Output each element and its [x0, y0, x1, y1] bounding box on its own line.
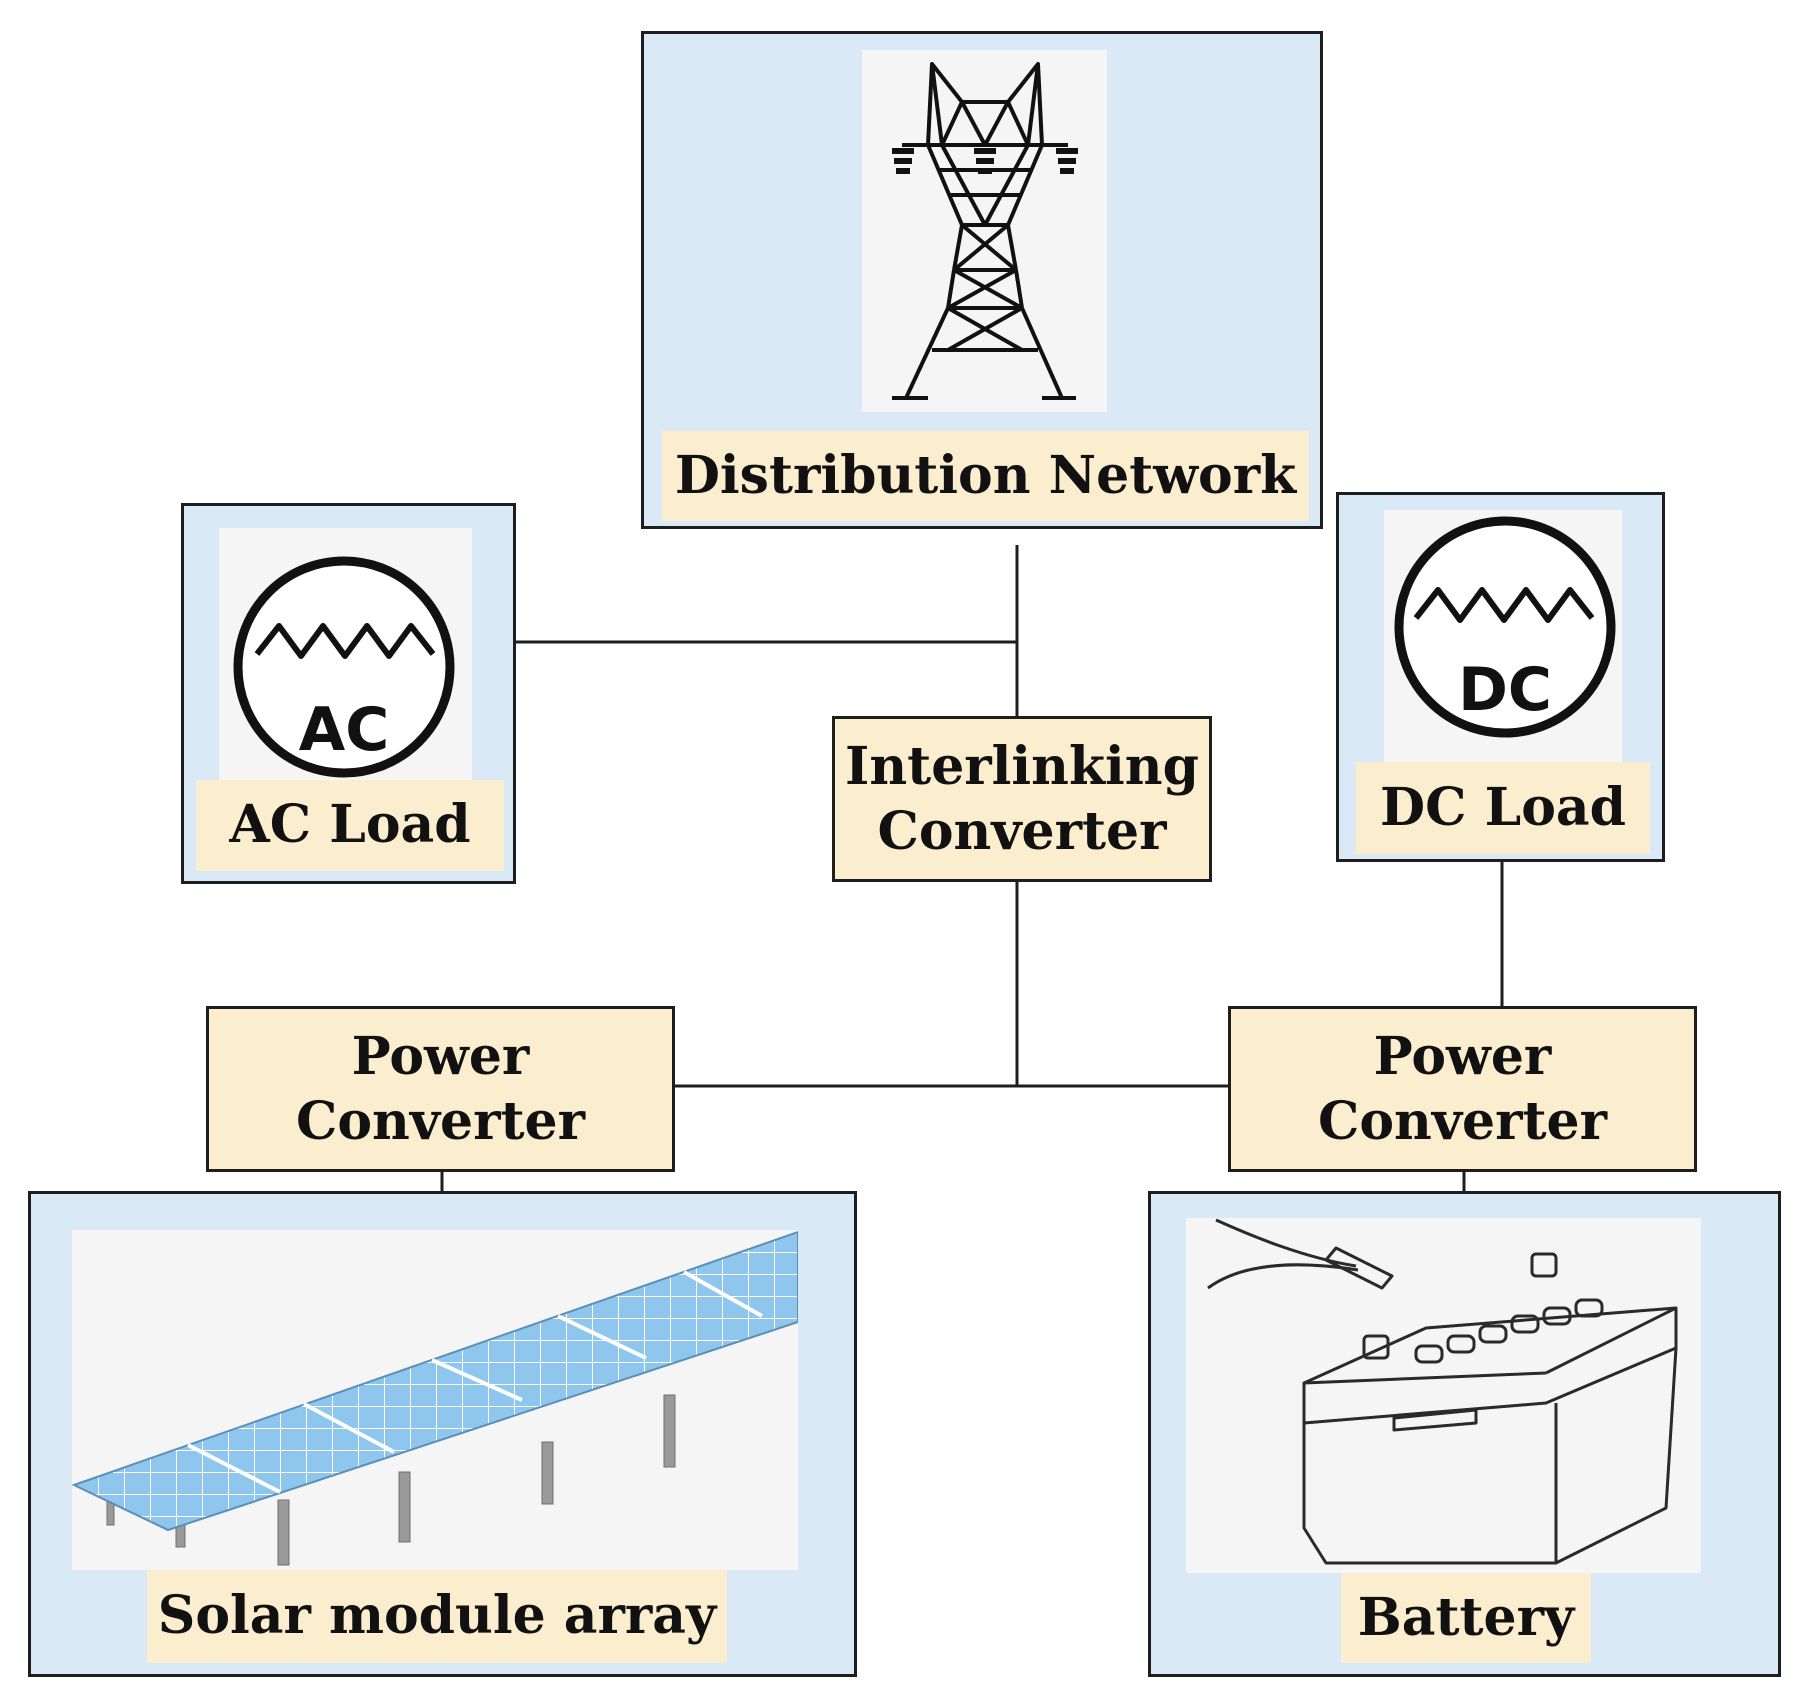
- battery-label: Battery: [1341, 1573, 1591, 1663]
- power-converter-right-line2: Converter: [1317, 1091, 1608, 1152]
- power-converter-left-node: Power Converter: [206, 1006, 675, 1172]
- ac-load-symbol-icon: AC: [219, 528, 472, 780]
- battery-node: Battery: [1148, 1191, 1781, 1677]
- dc-load-label: DC Load: [1356, 762, 1650, 854]
- interlinking-converter-line1: Interlinking: [845, 736, 1199, 797]
- distribution-network-node: Distribution Network: [641, 31, 1323, 529]
- ac-load-node: AC AC Load: [181, 503, 516, 884]
- distribution-network-label: Distribution Network: [662, 431, 1309, 521]
- power-converter-right-node: Power Converter: [1228, 1006, 1697, 1172]
- dc-load-node: DC DC Load: [1336, 492, 1665, 862]
- interlinking-converter-node: Interlinking Converter: [832, 716, 1212, 882]
- interlinking-converter-line2: Converter: [877, 801, 1167, 862]
- dc-load-symbol-icon: DC: [1384, 510, 1622, 762]
- battery-icon: [1186, 1218, 1701, 1573]
- power-converter-left-line2: Converter: [295, 1091, 586, 1152]
- dc-symbol-text: DC: [1458, 655, 1552, 725]
- solar-array-node: Solar module array: [28, 1191, 857, 1677]
- power-converter-left-line1: Power: [351, 1026, 530, 1087]
- solar-array-label: Solar module array: [147, 1570, 727, 1663]
- transmission-tower-icon: [862, 50, 1107, 412]
- ac-load-label: AC Load: [196, 780, 504, 871]
- solar-panel-array-icon: [71, 1230, 799, 1570]
- power-converter-right-line1: Power: [1373, 1026, 1552, 1087]
- ac-symbol-text: AC: [299, 695, 389, 765]
